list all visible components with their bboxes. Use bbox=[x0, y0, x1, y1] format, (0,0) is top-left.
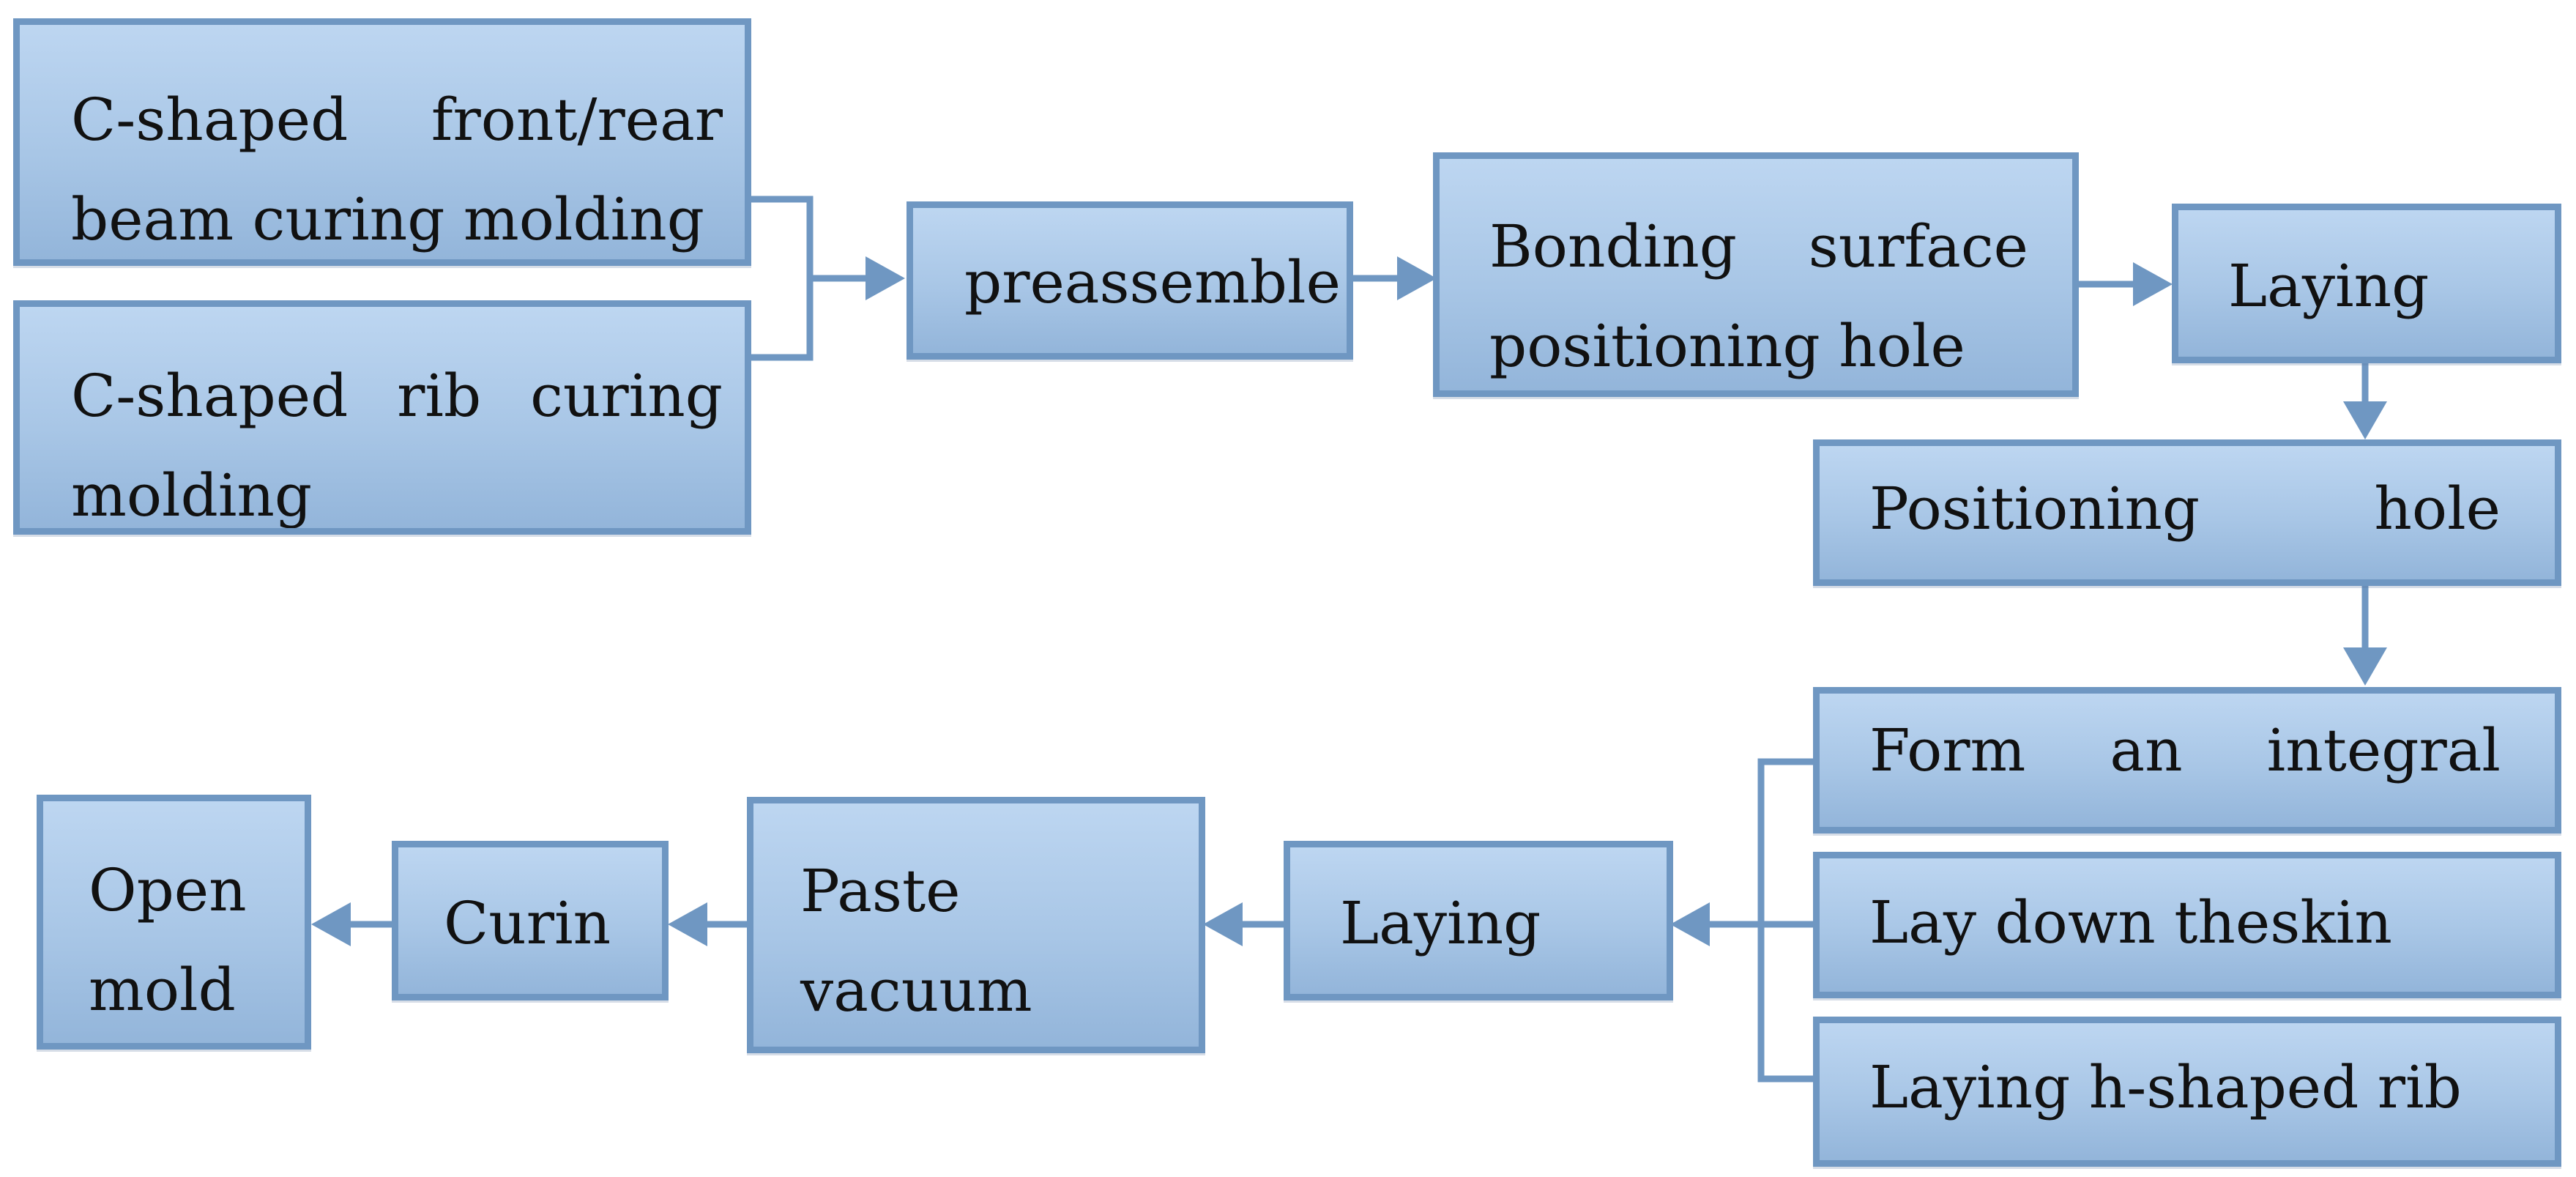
arrow-to-bonding bbox=[1397, 256, 1437, 300]
node-positioning-hole-label: Positioning hole bbox=[1869, 475, 2501, 543]
connector-merge-group bbox=[1757, 758, 1820, 1083]
arrow-to-laying-2 bbox=[1670, 902, 1710, 946]
node-paste-vacuum-bag-label: Paste vacuum bag bbox=[800, 857, 1032, 1025]
arrow-to-curin bbox=[668, 902, 707, 946]
arrow-to-positioning bbox=[2343, 401, 2387, 439]
node-laying-2-label: Laying bbox=[1340, 889, 1541, 957]
node-lay-skin-label: Lay down theskin bbox=[1869, 888, 2392, 957]
node-positioning-hole: Positioning hole bbox=[1813, 439, 2561, 586]
node-curin-label: Curin bbox=[444, 889, 611, 957]
connector-merge-molding bbox=[751, 196, 814, 361]
node-rib-curing-molding-label: C-shaped rib curing molding bbox=[71, 362, 723, 530]
node-laying-2: Laying bbox=[1284, 841, 1673, 1000]
node-laying-1: Laying bbox=[2172, 204, 2561, 363]
node-beam-curing-molding-label: C-shaped front/rear beam curing molding bbox=[71, 86, 723, 253]
arrow-to-form-integral bbox=[2343, 647, 2387, 686]
node-bonding-surface: Bonding surface positioning hole bbox=[1433, 152, 2079, 397]
node-rib-curing-molding: C-shaped rib curing molding bbox=[13, 300, 751, 535]
arrow-to-open-mold bbox=[311, 902, 351, 946]
node-open-mold: Open mold bbox=[37, 795, 311, 1050]
arrow-to-laying-1 bbox=[2133, 262, 2173, 306]
node-laying-h-rib-label: Laying h-shaped rib bbox=[1869, 1053, 2462, 1121]
node-open-mold-label: Open mold bbox=[89, 856, 247, 1024]
arrow-to-paste bbox=[1203, 902, 1243, 946]
node-laying-h-rib: Laying h-shaped rib bbox=[1813, 1017, 2561, 1167]
node-paste-vacuum-bag: Paste vacuum bag bbox=[747, 797, 1205, 1053]
node-form-integral: Form an integral bbox=[1813, 687, 2561, 833]
arrow-to-preassemble bbox=[866, 256, 905, 300]
node-preassemble-label: preassemble bbox=[964, 248, 1341, 316]
node-lay-skin: Lay down theskin bbox=[1813, 852, 2561, 998]
node-form-integral-label: Form an integral bbox=[1869, 716, 2501, 784]
node-laying-1-label: Laying bbox=[2228, 252, 2430, 320]
node-preassemble: preassemble bbox=[907, 201, 1353, 360]
node-bonding-surface-label: Bonding surface positioning hole bbox=[1489, 212, 2028, 380]
node-beam-curing-molding: C-shaped front/rear beam curing molding bbox=[13, 18, 751, 266]
node-curin: Curin bbox=[392, 841, 669, 1000]
